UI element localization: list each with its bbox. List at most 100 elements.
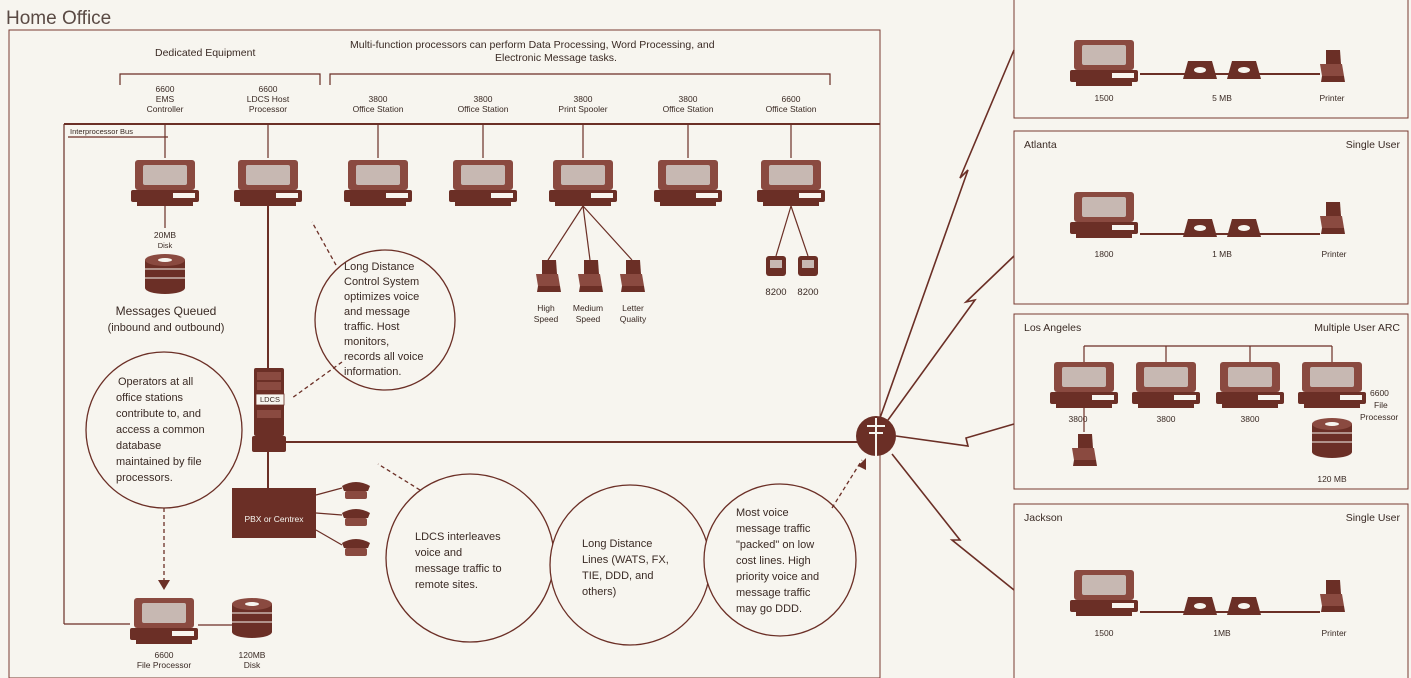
lines-callout-text: Long Distance Lines (WATS, FX, TIE, DDD,… <box>582 538 669 598</box>
home-circle_operators-6-text: processors. <box>116 472 173 484</box>
station-label-3-l2: Office Station <box>458 104 509 114</box>
terminal-8200-icon <box>798 256 818 276</box>
pbx-box <box>232 488 316 538</box>
station-label-5-l2: Office Station <box>663 104 714 114</box>
operators-callout-text: Operators at all office stations contrib… <box>116 376 205 484</box>
remote-site-atlanta-frame <box>1013 130 1409 305</box>
printer-icon <box>1320 50 1345 82</box>
processor-icon <box>1070 192 1138 238</box>
disk-120mb-icon <box>231 597 273 639</box>
home-circle_lines-3-text: others) <box>582 586 616 598</box>
messages-queued-label: Messages Queued <box>116 304 217 318</box>
link-to-remote-4 <box>891 453 1015 591</box>
printer-1-l1: Medium <box>573 303 603 313</box>
station-label-2-l1: 3800 <box>369 94 388 104</box>
telephone-pole-icon <box>856 416 896 456</box>
home-circle_operators-3-text: access a common <box>116 424 205 436</box>
jackson-disk: 1MB <box>1213 628 1231 638</box>
station-label-0-l1: 6600 <box>156 84 175 94</box>
link-to-remote-1 <box>879 49 1015 419</box>
processor-icon <box>1070 570 1138 616</box>
bus-label: Interprocessor Bus <box>70 127 133 136</box>
print-spooler-icon <box>549 160 617 206</box>
home-circle_interleave-3-text: remote sites. <box>415 579 478 591</box>
disk-drive-icon <box>1227 597 1261 615</box>
home-circle_interleave-2-text: message traffic to <box>415 563 502 575</box>
home-circle_ldcs-7-text: information. <box>344 366 401 378</box>
station-label-4-l2: Print Spooler <box>558 104 607 114</box>
home-circle_operators-0-text: Operators at all <box>118 376 193 388</box>
la-proc-l1: 6600 <box>1370 388 1389 398</box>
ldcs-callout-arrow <box>311 221 337 266</box>
remote-site-la-frame <box>1013 313 1409 490</box>
file-processor-icon <box>130 598 198 644</box>
ems-controller-icon <box>131 160 199 206</box>
disk120-l2: Disk <box>244 660 261 670</box>
disk-20mb-icon <box>144 253 186 295</box>
jackson-printer: Printer <box>1321 628 1346 638</box>
remote-site-1-frame <box>1013 0 1409 119</box>
la-proc-l2: File <box>1374 400 1388 410</box>
phone-icon <box>342 509 370 526</box>
office-station-icon <box>344 160 412 206</box>
multi-bracket <box>329 73 831 85</box>
disk120-l1: 120MB <box>239 650 266 660</box>
messages-queued-sub: (inbound and outbound) <box>108 322 225 334</box>
link-to-remote-3 <box>895 423 1015 447</box>
home-circle_interleave-1-text: voice and <box>415 547 462 559</box>
printer-2-l2: Quality <box>620 314 647 324</box>
station-label-0-l3: Controller <box>147 104 184 114</box>
disk-drive-icon <box>1227 219 1261 237</box>
ldcs-host-icon <box>234 160 302 206</box>
disk-120mb-icon <box>1311 417 1353 459</box>
home-circle_voice-0-text: Most voice <box>736 507 789 519</box>
station-label-1-l3: Processor <box>249 104 287 114</box>
home-circle_operators-4-text: database <box>116 440 161 452</box>
station-label-1-l1: 6600 <box>259 84 278 94</box>
file-proc-l2: File Processor <box>137 660 191 670</box>
station-icon <box>1216 362 1284 408</box>
printer-icon <box>1320 202 1345 234</box>
home-circle_operators-2-text: contribute to, and <box>116 408 201 420</box>
atlanta-disk: 1 MB <box>1212 249 1232 259</box>
printer-0-l2: Speed <box>534 314 559 324</box>
home-circle_ldcs-3-text: and message <box>344 306 410 318</box>
la-station-1: 3800 <box>1157 414 1176 424</box>
disk-drive-icon <box>1227 61 1261 79</box>
home-circle_voice-5-text: message traffic <box>736 587 811 599</box>
page-title: Home Office <box>6 8 111 29</box>
station-icon <box>1132 362 1200 408</box>
la-station-0: 3800 <box>1069 414 1088 424</box>
printer-icon <box>1072 434 1097 466</box>
voice-callout-text: Most voice message traffic "packed" on l… <box>736 507 819 615</box>
home-circle_voice-2-text: "packed" on low <box>736 539 814 551</box>
file-proc-l1: 6600 <box>155 650 174 660</box>
processor-icon <box>1070 40 1138 86</box>
jackson-proc: 1500 <box>1095 628 1114 638</box>
remote-site-jackson-frame <box>1013 503 1409 678</box>
la-station-2: 3800 <box>1241 414 1260 424</box>
interleave-callout-text: LDCS interleaves voice and message traff… <box>415 531 502 591</box>
home-circle_ldcs-5-text: monitors, <box>344 336 389 348</box>
remote-1-proc: 1500 <box>1095 93 1114 103</box>
phone-icon <box>342 482 370 499</box>
interleave-callout-circle <box>385 473 555 643</box>
jackson-city: Jackson <box>1024 512 1063 524</box>
ldcs-callout-text: Long Distance Control System optimizes v… <box>344 261 423 378</box>
disk-drive-icon <box>1183 597 1217 615</box>
station-label-6-l1: 6600 <box>782 94 801 104</box>
disk-drive-icon <box>1183 219 1217 237</box>
la-disk: 120 MB <box>1317 474 1347 484</box>
station-icon <box>1050 362 1118 408</box>
ldcs-callout-circle <box>314 249 456 391</box>
multi-function-label-2: Electronic Message tasks. <box>495 52 617 64</box>
dedicated-bracket <box>119 73 321 85</box>
home-circle_ldcs-2-text: optimizes voice <box>344 291 419 303</box>
home-circle_interleave-0-text: LDCS interleaves <box>415 531 501 543</box>
station-label-3-l1: 3800 <box>474 94 493 104</box>
home-circle_ldcs-4-text: traffic. Host <box>344 321 399 333</box>
home-circle_operators-5-text: maintained by file <box>116 456 202 468</box>
la-city: Los Angeles <box>1024 322 1081 334</box>
home-circle_ldcs-1-text: Control System <box>344 276 419 288</box>
